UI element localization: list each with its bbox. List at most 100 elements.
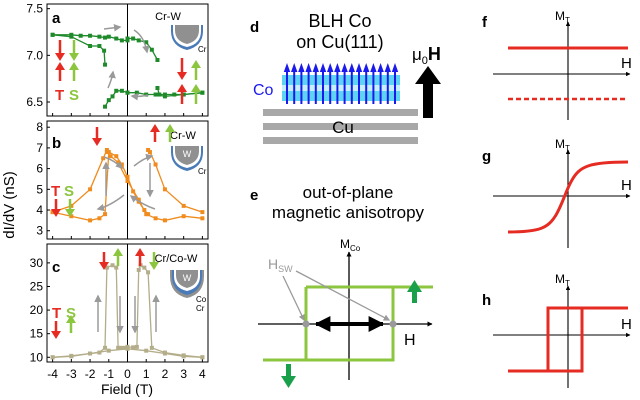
co-spin-arrow-head: [355, 63, 363, 72]
panel-a-data-point: [69, 34, 74, 39]
panel-a-letter: a: [52, 10, 61, 27]
co-layer-band-bottom: [282, 91, 400, 101]
panel-e-switch-point-right: [389, 320, 397, 328]
panel-a-data-point: [134, 90, 139, 95]
field-label-mu: μ: [412, 45, 422, 64]
co-layer-band-top: [282, 75, 400, 85]
panel-a-data-point: [106, 34, 111, 39]
panel-a-tip-icon: Cr: [171, 25, 207, 54]
panel-e: e out-of-plane magnetic anisotropy MCo H…: [250, 183, 433, 388]
y-axis-label: dI/dV (nS): [1, 171, 18, 239]
panel-c-data-point: [69, 353, 74, 358]
panel-b-data-point: [200, 216, 205, 221]
co-spin-arrow-head: [334, 63, 341, 72]
panel-e-x-label: H: [404, 332, 416, 349]
panel-e-down-arrow: [281, 364, 296, 388]
co-layer: [282, 75, 400, 101]
panel-h-square-loop: [508, 306, 628, 373]
panel-f-letter: f: [482, 14, 488, 31]
co-spin-arrow-head: [341, 63, 348, 72]
panel-h-x-label: H: [621, 316, 632, 333]
panel-b-guide-arrows: [96, 153, 156, 212]
panel-c-data-point: [114, 265, 119, 270]
panel-b-data-point: [97, 216, 102, 221]
x-tick-label: -4: [47, 367, 58, 381]
panel-a-data-point: [103, 104, 108, 109]
panel-g-letter: g: [482, 148, 491, 165]
panel-b-data-point: [181, 214, 186, 219]
panel-c-guide-arrows: [94, 294, 160, 334]
panel-b-tip-w: W: [183, 149, 192, 159]
panel-e-y-label: MCo: [340, 237, 361, 253]
x-tick-label: 4: [199, 367, 206, 381]
panel-a-data-point: [155, 58, 160, 62]
panel-h-y-label-sub: T: [565, 279, 570, 288]
panel-d: d BLH Co on Cu(111) Co Cu μ0H: [250, 11, 441, 144]
panel-h: h MT H: [482, 272, 632, 388]
cu-layer-2: [263, 123, 418, 130]
panel-a-series-line: [52, 34, 106, 65]
panel-b-data-point: [136, 197, 141, 202]
co-spin-arrow-head: [327, 63, 334, 72]
panel-e-hsw-main: H: [268, 256, 278, 272]
panel-a-data-point: [125, 90, 130, 95]
panel-a-spin-arrows: T S: [55, 40, 201, 104]
panel-b-data-point: [200, 210, 205, 215]
panel-b-data-point: [108, 154, 113, 159]
panel-e-title-line2: magnetic anisotropy: [272, 203, 425, 222]
panel-e-y-label-sub: Co: [350, 244, 361, 253]
y-tick-label: 7.5: [26, 2, 43, 16]
panel-b-data-point: [125, 174, 130, 179]
panel-b-data-point: [103, 212, 108, 217]
panel-a-data-point: [144, 92, 149, 97]
x-tick-label: -3: [66, 367, 77, 381]
panel-a-data-point: [88, 44, 93, 48]
panel-a-data-point: [50, 32, 55, 37]
panel-f: f MT H: [482, 9, 632, 120]
panel-b-data-point: [147, 150, 152, 155]
panel-g-x-label: H: [621, 177, 632, 194]
co-spin-arrow-head: [348, 63, 355, 72]
panel-b-tip-spin-label: T: [51, 183, 60, 200]
panel-a-y-ticks: 7.5 7.0 6.5: [26, 2, 50, 109]
y-tick-label: 6.5: [26, 95, 43, 109]
panel-c-data-point: [200, 355, 205, 360]
panel-g-y-label: MT: [555, 137, 570, 153]
panel-g-y-label-main: M: [555, 137, 565, 151]
panel-g: g MT H: [482, 137, 632, 248]
panel-f-y-label: MT: [555, 9, 570, 25]
panel-b-data-point: [153, 162, 158, 167]
co-spin-arrow-head: [319, 63, 327, 72]
y-tick-label: 7.0: [26, 48, 43, 62]
panel-b-letter: b: [52, 135, 61, 152]
panel-c-tip-co: Co: [196, 295, 207, 304]
panel-b-data-point: [104, 147, 109, 152]
panel-c-data-point: [88, 351, 93, 356]
panel-c-tip-icon: W Co Cr: [170, 270, 207, 313]
panel-c-data-point: [131, 345, 136, 350]
panel-c-data-point: [118, 345, 123, 350]
panel-h-letter: h: [482, 292, 491, 309]
panel-b-sample-spin-label: S: [64, 183, 74, 200]
panel-c-data-point: [181, 354, 186, 359]
panel-c-tip-label: Cr/Co-W: [155, 253, 198, 265]
field-label-sub: 0: [422, 55, 428, 67]
cu-label: Cu: [332, 118, 354, 137]
x-axis-label: Field (T): [101, 381, 153, 397]
panel-a-data: [50, 32, 205, 109]
panel-a-data-point: [131, 36, 136, 41]
panel-e-hsw-label: HSW: [268, 256, 293, 274]
panel-a-data-point: [119, 38, 124, 43]
panel-c-sample-spin-label: S: [66, 305, 76, 322]
panel-b-series-line: [52, 149, 108, 213]
co-spin-arrow-head: [312, 63, 319, 72]
panel-d-letter: d: [250, 19, 259, 36]
panel-e-y-label-main: M: [340, 237, 350, 251]
panel-a-data-point: [162, 94, 167, 99]
panel-b-data-point: [146, 147, 151, 152]
panel-c-data-point: [104, 265, 109, 270]
x-tick-label: 0: [124, 367, 131, 381]
panel-a-data-point: [155, 86, 160, 90]
